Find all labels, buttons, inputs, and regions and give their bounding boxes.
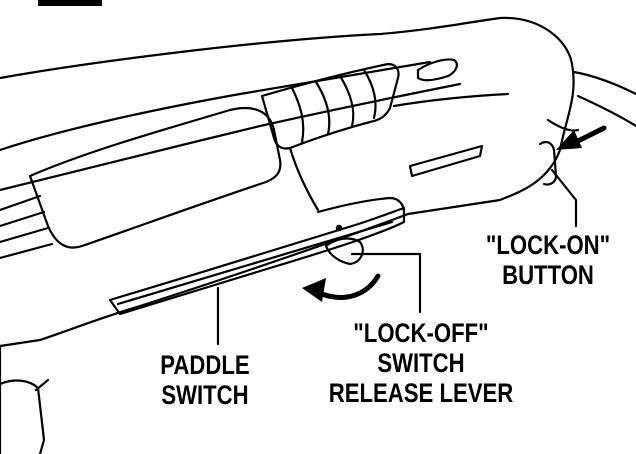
lock-on-button-shape — [538, 140, 558, 186]
arrow-lock-on — [556, 125, 607, 150]
left-rib — [0, 210, 46, 228]
housing-line-mid — [0, 82, 462, 192]
label-line: "LOCK-ON" — [485, 230, 611, 260]
vent-window — [260, 62, 400, 150]
leader-lock-on — [550, 168, 578, 228]
housing-line-upper — [0, 60, 432, 152]
cord-lower — [576, 94, 636, 128]
cord-upper — [572, 70, 636, 96]
cord-end — [546, 118, 580, 132]
leader-lock-off — [350, 252, 422, 314]
label-line: PADDLE — [160, 350, 250, 380]
lock-on-button-label: "LOCK-ON" BUTTON — [474, 230, 622, 290]
lock-off-housing — [316, 196, 406, 214]
lock-off-pivot — [335, 224, 343, 232]
label-line: "LOCK-OFF" — [353, 318, 489, 348]
side-slot — [408, 144, 484, 178]
left-rib — [0, 242, 54, 260]
ridge-line-2 — [392, 92, 510, 108]
vent-slot — [362, 68, 377, 120]
tool-body-outline — [0, 16, 575, 348]
lock-off-lever-label: "LOCK-OFF" SWITCH RELEASE LEVER — [327, 318, 516, 408]
left-rib — [0, 194, 42, 212]
paddle-switch-label: PADDLE SWITCH — [152, 350, 259, 410]
vent-slot — [290, 86, 305, 144]
lower-housing — [0, 344, 46, 454]
label-line: RELEASE LEVER — [328, 378, 514, 408]
label-line: SWITCH — [161, 380, 249, 410]
left-rib — [0, 226, 50, 244]
lock-off-lever — [324, 237, 364, 266]
ridge-line — [288, 146, 320, 212]
label-line: SWITCH — [377, 348, 465, 378]
corner-bar — [38, 0, 102, 6]
vent-slot — [338, 74, 355, 128]
paddle-switch-shape — [108, 206, 406, 316]
lower-housing-2 — [34, 378, 50, 392]
vent-slot — [314, 80, 331, 136]
oval-slot — [416, 58, 458, 82]
arrow-lock-off-rotation — [302, 273, 381, 302]
paddle-switch-edge — [116, 220, 394, 306]
grip-panel — [28, 106, 282, 249]
label-line: BUTTON — [502, 260, 594, 290]
